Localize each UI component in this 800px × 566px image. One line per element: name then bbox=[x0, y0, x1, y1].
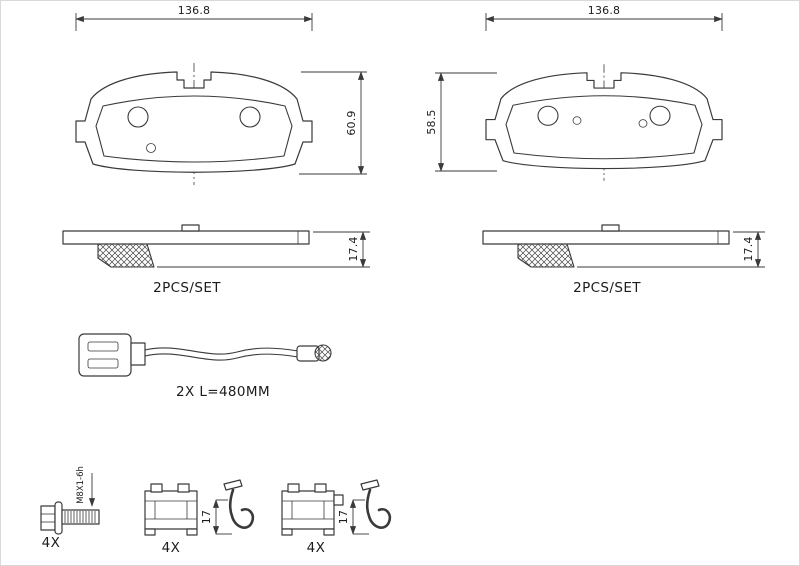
thickness-dimension-label: 17.4 bbox=[347, 236, 360, 261]
clip-top-tab bbox=[314, 483, 327, 493]
connector-strain-relief bbox=[130, 342, 146, 366]
clip-foot bbox=[281, 528, 293, 536]
pad-side-right-view: 17.4 2PCS/SET bbox=[482, 224, 765, 296]
pad-side-right-geometry bbox=[482, 224, 730, 268]
clip-top-tab bbox=[150, 483, 163, 493]
backing-plate-edge bbox=[62, 230, 310, 245]
abutment-clip-left-view: 4X bbox=[144, 483, 198, 556]
sensor-wire bbox=[144, 353, 299, 361]
clip-right-geometry bbox=[281, 483, 344, 536]
width-dimension: 136.8 bbox=[75, 4, 313, 31]
spring-clip-right-view: 17 bbox=[337, 479, 392, 535]
height-dimension-label: 60.9 bbox=[345, 110, 358, 135]
friction-material-outline bbox=[505, 95, 703, 160]
bolt-quantity-label: 4X bbox=[42, 535, 61, 551]
height-dimension: 60.9 bbox=[299, 71, 367, 175]
connector-pin-slot bbox=[87, 358, 119, 369]
sensor-quantity-caption: 2X L=480MM bbox=[176, 384, 270, 400]
bolt-thread-hatching bbox=[64, 511, 96, 523]
height-dimension-label: 58.5 bbox=[425, 109, 438, 134]
thread-spec-label: M8X1-6h bbox=[76, 466, 86, 504]
clip-foot bbox=[323, 528, 335, 536]
sensor-wire bbox=[144, 347, 299, 355]
width-dimension-label: 136.8 bbox=[178, 4, 211, 17]
set-quantity-caption: 2PCS/SET bbox=[153, 280, 221, 296]
rivet-hole bbox=[572, 116, 582, 125]
bolt-shaft bbox=[61, 509, 100, 525]
spring-height-dimension: 17 bbox=[337, 499, 369, 535]
height-dimension: 58.5 bbox=[425, 72, 497, 172]
guide-tab-edge bbox=[181, 224, 200, 232]
friction-material-outline bbox=[95, 95, 293, 163]
pad-side-left-view: 17.4 2PCS/SET bbox=[62, 224, 370, 296]
clip-top-tab bbox=[177, 483, 190, 493]
clip-body bbox=[144, 490, 198, 530]
sensor-connector-body bbox=[78, 333, 132, 377]
bolt-hex-head bbox=[40, 505, 56, 531]
bolt-flange bbox=[54, 501, 63, 535]
pad-backing-plate-outline bbox=[485, 72, 723, 170]
set-quantity-caption: 2PCS/SET bbox=[573, 280, 641, 296]
width-dimension: 136.8 bbox=[485, 4, 723, 31]
guide-tab-edge bbox=[601, 224, 620, 232]
mounting-hole bbox=[127, 106, 149, 128]
thickness-dimension-label: 17.4 bbox=[742, 236, 755, 261]
thickness-dimension: 17.4 bbox=[577, 231, 765, 268]
bolt-view: M8X1-6h 4X bbox=[40, 466, 100, 551]
clip-top-tab bbox=[287, 483, 300, 493]
pad-backing-plate-outline bbox=[75, 71, 313, 173]
clip-foot bbox=[186, 528, 198, 536]
spring-right-geometry bbox=[360, 479, 392, 529]
connector-pin-slot bbox=[87, 341, 119, 352]
backing-plate-edge bbox=[482, 230, 730, 245]
spring-height-dimension: 17 bbox=[200, 499, 232, 535]
clip-foot bbox=[144, 528, 156, 536]
rivet-hole bbox=[146, 143, 156, 153]
rivet-hole bbox=[638, 119, 648, 128]
friction-section-hatched bbox=[97, 243, 155, 268]
spring-height-label: 17 bbox=[337, 510, 350, 524]
sensor-tip-section bbox=[314, 344, 332, 362]
mounting-hole bbox=[239, 106, 261, 128]
pad-front-right-view: 136.8 58.5 bbox=[425, 4, 723, 181]
clip-quantity-label: 4X bbox=[162, 540, 181, 556]
spring-hook bbox=[228, 488, 255, 529]
width-dimension-label: 136.8 bbox=[588, 4, 621, 17]
wear-sensor-view: 2X L=480MM bbox=[78, 333, 332, 400]
pad-front-right-geometry bbox=[485, 64, 723, 181]
mounting-hole bbox=[537, 105, 559, 126]
abutment-clip-right-view: 4X bbox=[281, 483, 344, 556]
spring-height-label: 17 bbox=[200, 510, 213, 524]
mounting-hole bbox=[649, 105, 671, 126]
spring-hook bbox=[365, 488, 392, 529]
clip-side-tab bbox=[333, 494, 344, 506]
pad-front-left-view: 136.8 60.9 bbox=[75, 4, 367, 185]
spring-top-tab bbox=[360, 479, 380, 491]
spring-clip-left-view: 17 bbox=[200, 479, 255, 535]
spring-top-tab bbox=[223, 479, 243, 491]
thickness-dimension: 17.4 bbox=[157, 231, 370, 268]
clip-quantity-label: 4X bbox=[307, 540, 326, 556]
friction-section-hatched bbox=[517, 243, 575, 268]
clip-body bbox=[281, 490, 335, 530]
